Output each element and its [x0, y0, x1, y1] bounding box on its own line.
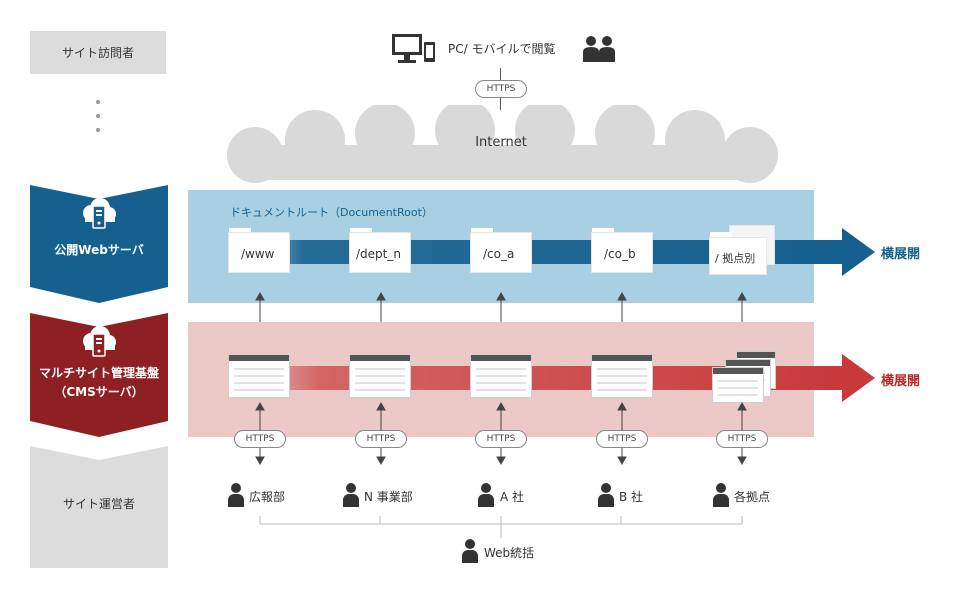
cms-page-window-front — [713, 368, 763, 402]
folder-tab — [471, 228, 493, 236]
pc-mobile-icon — [390, 32, 438, 66]
operator-connectors — [255, 402, 747, 466]
https-badge: HTTPS — [475, 80, 527, 98]
cms-expand-arrow — [230, 354, 875, 402]
operator-label: 各拠点 — [734, 490, 771, 504]
https-badge: HTTPS — [355, 430, 407, 448]
operator-label: 広報部 — [249, 490, 286, 504]
site-operators-label: サイト運営者 — [62, 497, 135, 511]
person-icon — [343, 483, 359, 507]
web-expand-label: 横展開 — [881, 247, 921, 262]
folder-tab — [592, 228, 614, 236]
operator-label: N 事業部 — [364, 490, 413, 504]
folder-label: /co_b — [604, 247, 636, 261]
cms-label-line2: （CMSサーバ） — [54, 385, 144, 399]
folder-branch: / 拠点別 — [710, 238, 766, 274]
person-icon — [478, 483, 494, 507]
internet-cloud — [227, 105, 778, 183]
https-badge: HTTPS — [234, 430, 286, 448]
person-icon — [462, 539, 478, 563]
https-badge: HTTPS — [716, 430, 768, 448]
operator-label: B 社 — [619, 490, 644, 504]
viewers-icon — [582, 34, 616, 62]
site-operators-chevron — [30, 446, 168, 568]
web-expand-arrow — [230, 228, 875, 276]
person-icon — [713, 483, 729, 507]
internet-label: Internet — [475, 135, 527, 150]
folder-label: /dept_n — [356, 247, 401, 261]
public-web-server-chevron — [30, 185, 168, 303]
cms-server-chevron — [30, 313, 168, 437]
vertical-ellipsis — [95, 100, 101, 136]
cms-label-line1: マルチサイト管理基盤 — [38, 366, 159, 380]
folder-label: /www — [241, 247, 275, 261]
folder-tab — [350, 228, 372, 236]
device-label: PC/ モバイルで閲覧 — [448, 42, 556, 56]
person-icon — [598, 483, 614, 507]
cms-expand-label: 横展開 — [881, 374, 921, 389]
folder-co-a: /co_a — [471, 233, 531, 272]
cms-page-window — [229, 355, 289, 397]
https-badge: HTTPS — [475, 430, 527, 448]
folder-dept-n: /dept_n — [350, 233, 410, 272]
cloud-server-icon — [79, 325, 119, 361]
web-governance-label: Web統括 — [484, 546, 535, 560]
folder-tab — [229, 228, 251, 236]
cms-page-window — [471, 355, 531, 397]
folder-tab — [710, 232, 732, 240]
cloud-server-icon — [79, 197, 119, 233]
folder-co-b: /co_b — [592, 233, 652, 272]
folder-www: /www — [229, 233, 289, 272]
site-visitors-box: サイト訪問者 — [30, 31, 166, 74]
operator-label: A 社 — [500, 490, 525, 504]
cms-page-window — [350, 355, 410, 397]
person-icon — [228, 483, 244, 507]
operators-bracket — [259, 516, 743, 538]
docroot-label: ドキュメントルート（DocumentRoot） — [230, 206, 433, 219]
cms-page-window — [592, 355, 652, 397]
https-badge: HTTPS — [596, 430, 648, 448]
public-web-server-label: 公開Webサーバ — [54, 243, 144, 257]
folder-label: /co_a — [483, 247, 515, 261]
site-visitors-label: サイト訪問者 — [61, 46, 134, 60]
folder-label: / 拠点別 — [715, 252, 756, 265]
